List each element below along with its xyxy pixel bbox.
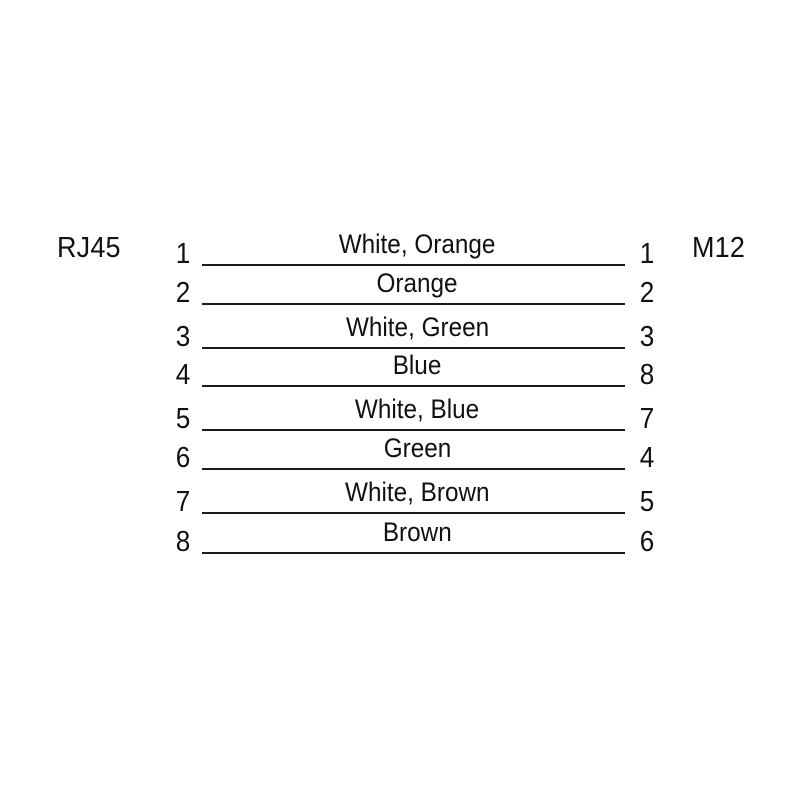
wire-line — [202, 347, 625, 349]
left-pin-number: 1 — [175, 238, 191, 270]
right-pin-number: 4 — [639, 442, 655, 474]
wire-line — [202, 385, 625, 387]
left-pin-number: 5 — [175, 403, 191, 435]
wire-color-label: White, Brown — [210, 479, 625, 506]
right-pin-number: 7 — [639, 403, 655, 435]
wire-line — [202, 468, 625, 470]
right-pin-number: 6 — [639, 526, 655, 558]
right-connector-label: M12 — [692, 232, 746, 264]
right-pin-number: 2 — [639, 277, 655, 309]
left-pin-number: 2 — [175, 277, 191, 309]
right-pin-number: 5 — [639, 486, 655, 518]
wire-color-text: Blue — [393, 350, 442, 380]
right-pin-number: 1 — [639, 238, 655, 270]
left-pin-number: 4 — [175, 359, 191, 391]
wire-color-label: Green — [210, 435, 625, 462]
wire-color-label: White, Blue — [210, 396, 625, 423]
wire-color-text: White, Blue — [355, 394, 480, 424]
wire-color-text: Brown — [383, 517, 452, 547]
wire-color-text: White, Orange — [339, 229, 496, 259]
wire-color-text: White, Brown — [345, 477, 490, 507]
wire-color-label: White, Green — [210, 314, 625, 341]
left-pin-number: 6 — [175, 442, 191, 474]
wire-line — [202, 303, 625, 305]
wire-color-text: White, Green — [345, 312, 490, 342]
left-connector-label: RJ45 — [57, 232, 121, 264]
right-pin-number: 3 — [639, 321, 655, 353]
wire-line — [202, 429, 625, 431]
left-pin-number: 7 — [175, 486, 191, 518]
wire-color-text: Orange — [376, 268, 459, 298]
wire-color-label: Orange — [210, 270, 625, 297]
wire-line — [202, 552, 625, 554]
wire-color-label: Brown — [210, 519, 625, 546]
wire-line — [202, 512, 625, 514]
left-pin-number: 3 — [175, 321, 191, 353]
right-pin-number: 8 — [639, 359, 655, 391]
wire-line — [202, 264, 625, 266]
wire-color-label: Blue — [210, 352, 625, 379]
wire-color-label: White, Orange — [210, 231, 625, 258]
left-pin-number: 8 — [175, 526, 191, 558]
wire-color-text: Green — [383, 433, 452, 463]
